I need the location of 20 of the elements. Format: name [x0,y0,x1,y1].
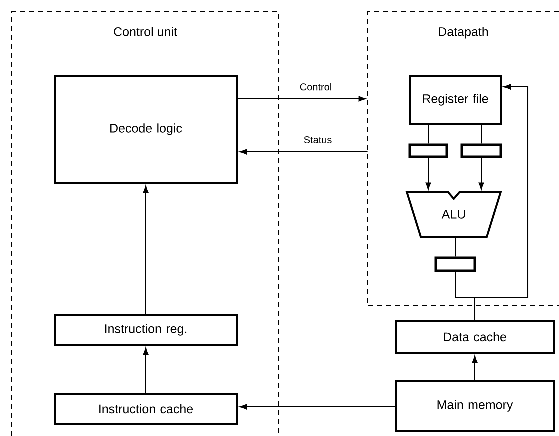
arrow [472,356,478,380]
arrow [240,404,396,410]
arrow [474,84,528,320]
edge-label: Status [302,135,334,145]
register-box [408,144,448,158]
block-box: Register file [409,75,502,125]
block-box: Instruction cache [54,393,238,425]
arrow [426,158,432,190]
arrow [240,149,368,155]
block-box: Data cache [395,320,555,354]
arrow [143,186,149,314]
arrow [478,158,484,190]
block-box: Instruction reg. [54,314,238,346]
arrow [143,348,149,394]
block-box: Main memory [395,380,555,432]
edge-label: Control [298,82,334,92]
register-box [434,256,476,272]
register-box [460,144,502,158]
arrow [238,96,366,102]
block-box: Decode logic [54,75,238,184]
